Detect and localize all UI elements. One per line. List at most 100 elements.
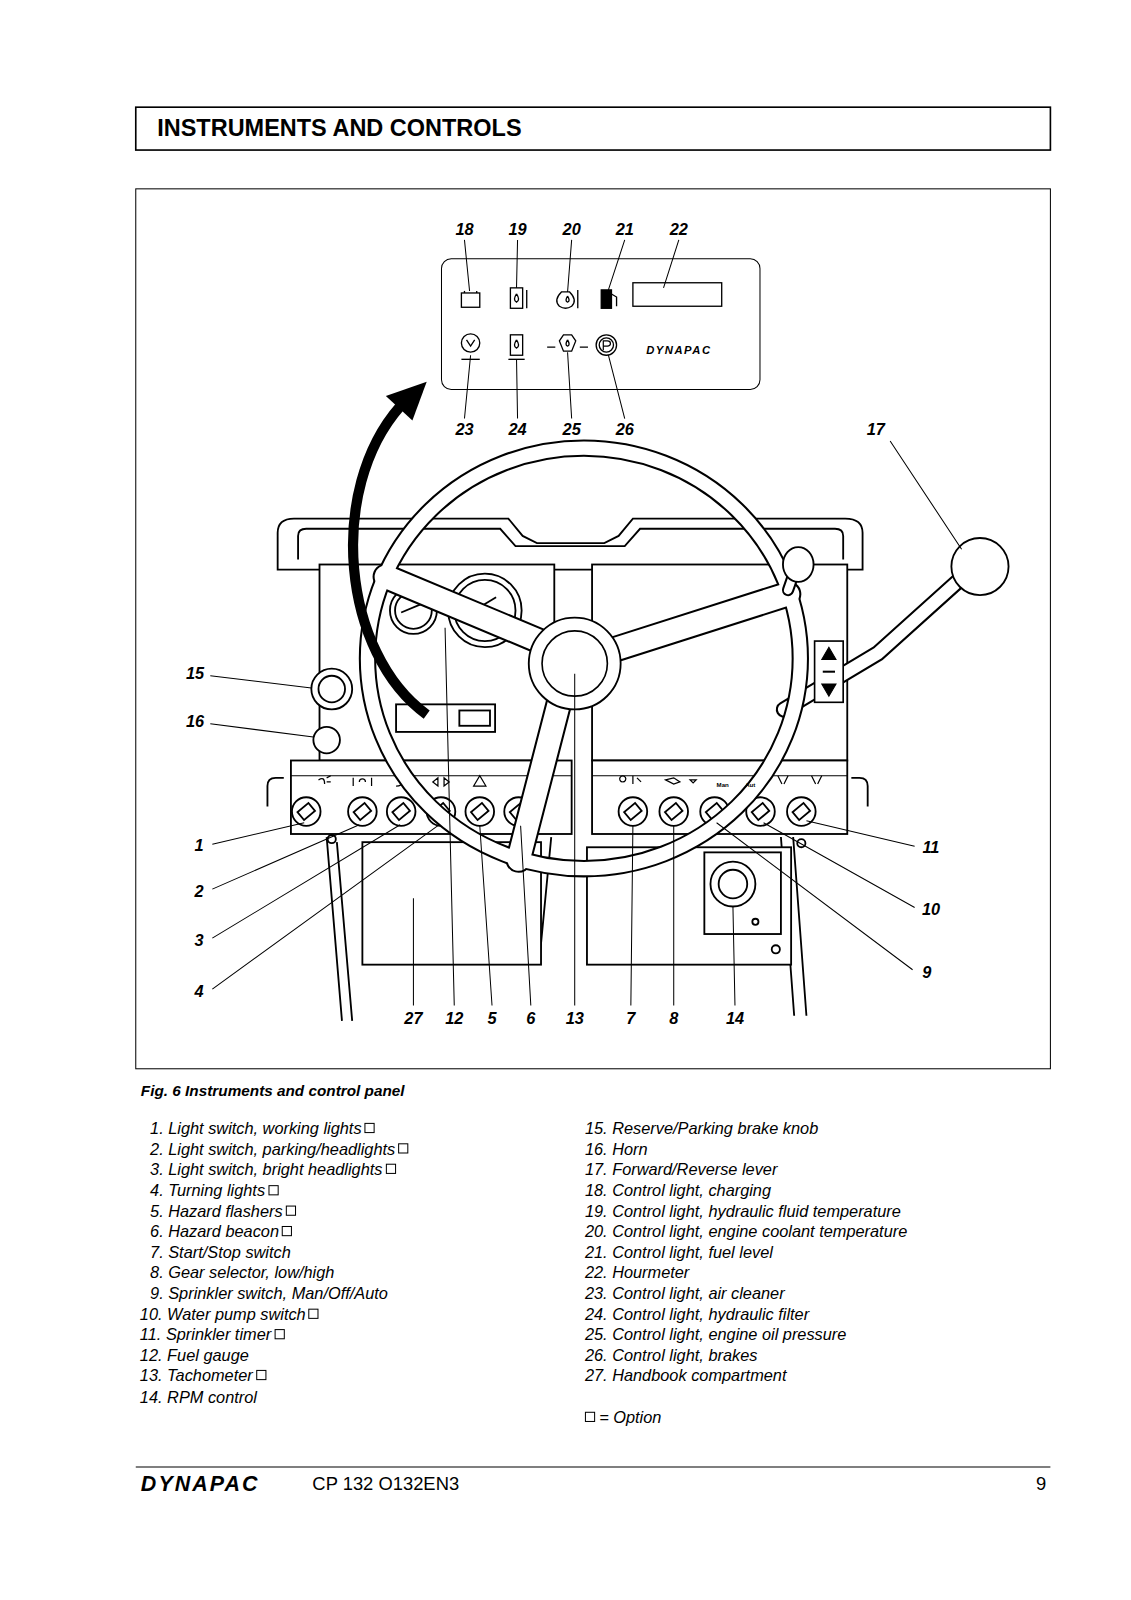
dashboard-part — [292, 797, 321, 826]
callout-number: 10 — [922, 900, 940, 917]
dashboard-part — [392, 803, 410, 820]
callout-number-row: 10 — [922, 901, 940, 917]
callout-number: 19 — [508, 220, 526, 237]
callout-number: 4 — [195, 983, 204, 1000]
steering-wheel-part — [386, 577, 788, 860]
legend-item: 24. Control light, hydraulic filter — [585, 1305, 809, 1322]
control-light-icons-part — [596, 335, 616, 355]
switch-symbols-part — [353, 778, 371, 786]
option-mark — [282, 1226, 292, 1236]
dashboard-part — [311, 669, 352, 710]
figure-caption: Fig. 6 Instruments and control panel — [141, 1083, 405, 1098]
callout-number: 6 — [526, 1010, 535, 1027]
legend-item-row: 6. Hazard beacon — [150, 1224, 292, 1240]
callout-number-row: 21 — [616, 222, 634, 238]
callout-number: 13 — [566, 1010, 584, 1027]
legend-item: 9. Sprinkler switch, Man/Off/Auto — [150, 1285, 388, 1302]
dashboard-part — [465, 797, 494, 826]
page-number: 9 — [1036, 1474, 1046, 1494]
callout-number-row: 14 — [726, 1011, 744, 1027]
legend-item-row: 11. Sprinkler timer — [140, 1327, 285, 1343]
callout-number-row: 19 — [508, 222, 526, 238]
control-light-icons-part — [510, 288, 522, 308]
callout-number-row: 5 — [487, 1011, 496, 1027]
callout-number: 14 — [726, 1010, 744, 1027]
callout-number: 23 — [455, 421, 473, 438]
legend-item-row: 23. Control light, air cleaner — [585, 1286, 785, 1302]
forward-reverse-lever-part — [822, 647, 836, 696]
legend-item-row: 5. Hazard flashers — [150, 1203, 296, 1219]
callout-number-row: 1 — [195, 838, 204, 854]
callout-number: 1 — [195, 837, 204, 854]
legend-item: 2. Light switch, parking/headlights — [150, 1140, 395, 1157]
callout-number: 22 — [670, 220, 688, 237]
legend-item-row: 26. Control light, brakes — [585, 1348, 757, 1364]
callout-number: 24 — [508, 421, 526, 438]
control-light-icons — [461, 283, 721, 360]
control-light-icons-part — [476, 291, 477, 293]
option-mark — [386, 1164, 396, 1174]
legend-item: 20. Control light, engine coolant temper… — [585, 1223, 907, 1240]
control-light-icons-part — [557, 292, 574, 308]
legend-item: 26. Control light, brakes — [585, 1347, 757, 1364]
dashboard-part — [752, 803, 770, 820]
legend-item-row: 21. Control light, fuel level — [585, 1245, 773, 1261]
callout-number-row: 9 — [922, 965, 931, 981]
forward-reverse-lever-part — [823, 671, 835, 673]
callout-number: 18 — [455, 220, 473, 237]
control-light-icons-part — [633, 283, 722, 306]
legend-item: 3. Light switch, bright headlights — [150, 1161, 382, 1178]
switch-symbols-part — [666, 778, 697, 784]
legend-item-row: 3. Light switch, bright headlights — [150, 1162, 396, 1178]
switch-marking: Man — [717, 782, 729, 788]
option-mark — [274, 1329, 284, 1339]
legend-item: 16. Horn — [585, 1140, 648, 1157]
dashboard-part — [401, 604, 420, 612]
callout-number: 15 — [186, 665, 204, 682]
legend-row: = Option — [585, 1410, 661, 1426]
dashboard-part — [719, 870, 748, 899]
leader-lines-part — [212, 823, 439, 989]
steering-wheel-part — [367, 448, 800, 869]
callout-number: 17 — [867, 421, 885, 438]
dashboard-part — [624, 803, 642, 820]
pointer-arrow-part — [353, 406, 427, 714]
callout-number: 3 — [195, 932, 204, 949]
control-light-icons-part — [467, 340, 475, 346]
legend-swatch — [585, 1412, 595, 1422]
option-mark — [268, 1185, 278, 1195]
legend-item-row: 7. Start/Stop switch — [150, 1245, 291, 1261]
dashboard-part — [459, 710, 490, 725]
callout-number-row: 15 — [186, 666, 204, 682]
legend-item-row: 13. Tachometer — [140, 1368, 266, 1384]
control-light-icons-part — [526, 290, 527, 308]
dashboard-part — [704, 852, 781, 934]
dashboard-part — [710, 862, 755, 907]
page-frame-part — [136, 1466, 1051, 1467]
document-code: CP 132 O132EN3 — [312, 1474, 459, 1494]
callout-number: 26 — [616, 421, 634, 438]
switch-symbols-part — [318, 776, 330, 784]
dashboard-part — [619, 797, 648, 826]
dashboard-part — [772, 945, 780, 953]
legend-item: 6. Hazard beacon — [150, 1223, 279, 1240]
legend-text: = Option — [599, 1409, 661, 1426]
dashboard-part — [328, 835, 336, 843]
callout-number-row: 22 — [670, 222, 688, 238]
callout-number: 5 — [487, 1010, 496, 1027]
control-light-icons-part — [599, 338, 613, 352]
leader-lines-part — [717, 821, 915, 970]
callout-number-row: 7 — [626, 1011, 635, 1027]
legend-item: 22. Hourmeter — [585, 1264, 689, 1281]
legend-item: 11. Sprinkler timer — [140, 1326, 271, 1343]
legend-item-row: 22. Hourmeter — [585, 1265, 689, 1281]
callout-number-row: 20 — [563, 222, 581, 238]
callout-number: 25 — [563, 421, 581, 438]
dashboard-part — [267, 778, 283, 807]
legend-item-row: 24. Control light, hydraulic filter — [585, 1306, 809, 1322]
legend-item-row: 20. Control light, engine coolant temper… — [585, 1224, 907, 1240]
switch-symbols-part — [620, 776, 641, 784]
callout-number: 21 — [616, 220, 634, 237]
callout-number-row: 11 — [922, 840, 939, 856]
callout-number: 11 — [922, 839, 939, 856]
